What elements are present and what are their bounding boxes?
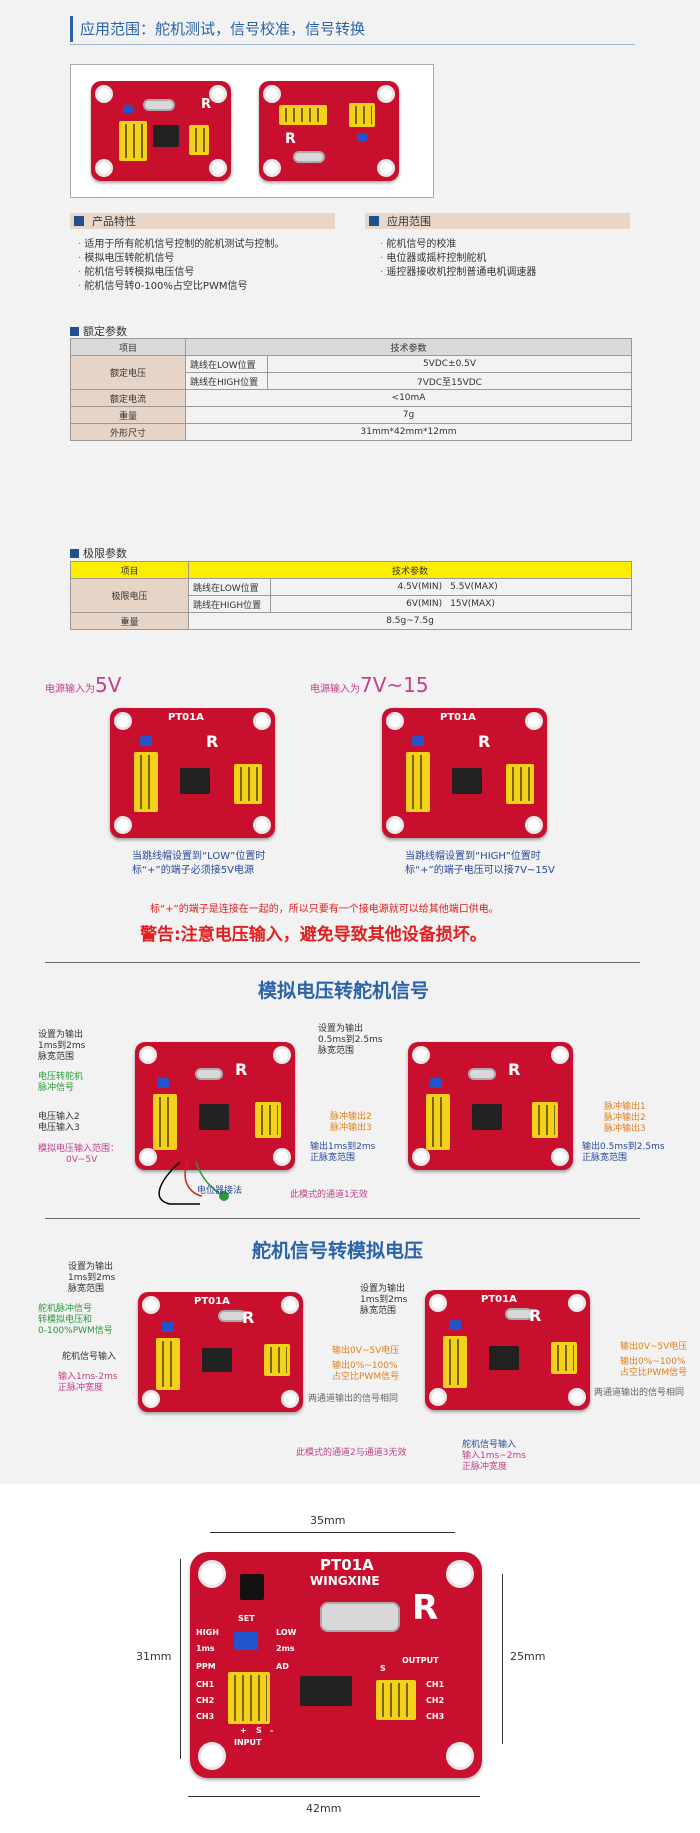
- board-diagram-sta-left: PT01A R: [138, 1292, 303, 1412]
- sta-input-label: 舵机信号输入: [62, 1352, 117, 1362]
- ats-range-note: 模拟电压输入范围：0V~5V: [38, 1144, 120, 1165]
- voltage-warning: 警告:注意电压输入，避免导致其他设备损坏。: [140, 925, 487, 945]
- sta-right-same-signal-note: 两通道输出的信号相同: [594, 1388, 685, 1398]
- ats-ch1-note: 此模式的通道1无效: [290, 1190, 368, 1200]
- board-diagram-ats-right: R: [408, 1042, 573, 1170]
- power-note-left: 当跳线帽设置到“LOW”位置时标“+”的端子必须接5V电源: [132, 851, 266, 876]
- sta-ch-note: 此模式的通道2与通道3无效: [296, 1448, 407, 1458]
- board-brand: WINGXINE: [310, 1574, 380, 1588]
- dim-left: 31mm: [136, 1650, 172, 1663]
- servo-to-analog-title: 舵机信号转模拟电压: [252, 1240, 424, 1262]
- sta-right-input-note: 舵机信号输入 输入1ms~2ms 正脉冲宽度: [462, 1440, 526, 1472]
- section-divider: [45, 1218, 640, 1219]
- board-diagram-5v: PT01A R: [110, 708, 275, 838]
- list-item: 电位器或摇杆控制舵机: [380, 252, 536, 266]
- header-divider: [70, 44, 635, 45]
- page-title: 应用范围：舵机测试，信号校准，信号转换: [80, 20, 366, 38]
- dim-bottom: 42mm: [306, 1802, 342, 1815]
- list-item: 舵机信号的校准: [380, 238, 536, 252]
- square-bullet-icon: [70, 548, 79, 558]
- dimension-drawing: 35mm 31mm 25mm 42mm PT01A WINGXINE R SET…: [0, 1484, 700, 1833]
- section-divider: [45, 962, 640, 963]
- product-photo-back: R: [259, 81, 399, 181]
- ats-conversion-note: 电压转舵机脉冲信号: [38, 1072, 84, 1093]
- pot-wiring-label: 电位器接法: [197, 1186, 243, 1196]
- header-accent-bar: [70, 16, 73, 42]
- square-bullet-icon: [74, 216, 84, 226]
- product-photo-frame: R R: [70, 64, 434, 198]
- board-name: PT01A: [320, 1556, 374, 1574]
- board-dimension-view: PT01A WINGXINE R SET HIGH LOW 1ms 2ms PP…: [190, 1552, 482, 1778]
- dim-top: 35mm: [310, 1514, 346, 1527]
- applications-heading: 应用范围: [365, 213, 630, 229]
- analog-to-servo-title: 模拟电压转舵机信号: [258, 980, 430, 1002]
- potentiometer-wiring-icon: [158, 1161, 229, 1205]
- square-bullet-icon: [369, 216, 379, 226]
- rated-table: 项目 技术参数 额定电压 跳线在LOW位置 5VDC±0.5V 跳线在HIGH位…: [70, 338, 632, 441]
- features-list: 适用于所有舵机信号控制的舵机测试与控制。 模拟电压转舵机信号 舵机信号转模拟电压…: [78, 238, 284, 294]
- limits-heading: 极限参数: [70, 545, 127, 561]
- rated-heading: 额定参数: [70, 323, 127, 339]
- board-diagram-ats-left: R: [135, 1042, 295, 1170]
- board-diagram-sta-right: PT01A R: [425, 1290, 590, 1410]
- list-item: 舵机信号转0-100%占空比PWM信号: [78, 280, 284, 294]
- power-note-right: 当跳线帽设置到“HIGH”位置时标“+”的端子电压可以接7V~15V: [405, 851, 555, 876]
- square-bullet-icon: [70, 326, 79, 336]
- applications-list: 舵机信号的校准 电位器或摇杆控制舵机 遥控器接收机控制普通电机调速器: [380, 238, 536, 280]
- board-diagram-7-15v: PT01A R: [382, 708, 547, 838]
- list-item: 模拟电压转舵机信号: [78, 252, 284, 266]
- plus-terminal-note: 标“+”的端子是连接在一起的，所以只要有一个接电源就可以给其他端口供电。: [150, 904, 499, 915]
- sta-right-outputs-note: 输出0V~5V电压 输出0%~100% 占空比PWM信号: [620, 1342, 688, 1378]
- limits-table: 项目 技术参数 极限电压 跳线在LOW位置 4.5V(MIN) 5.5V(MAX…: [70, 561, 633, 630]
- power-label-left: 电源输入为5V: [45, 673, 122, 697]
- power-label-right: 电源输入为7V~15: [310, 673, 429, 697]
- list-item: 遥控器接收机控制普通电机调速器: [380, 266, 536, 280]
- sta-same-signal-note: 两通道输出的信号相同: [308, 1394, 399, 1404]
- sta-outputs-note: 输出0V~5V电压 输出0%~100% 占空比PWM信号: [332, 1346, 400, 1382]
- features-heading: 产品特性: [70, 213, 335, 229]
- product-photo-front: R: [91, 81, 231, 181]
- dim-right: 25mm: [510, 1650, 546, 1663]
- list-item: 舵机信号转模拟电压信号: [78, 266, 284, 280]
- list-item: 适用于所有舵机信号控制的舵机测试与控制。: [78, 238, 284, 252]
